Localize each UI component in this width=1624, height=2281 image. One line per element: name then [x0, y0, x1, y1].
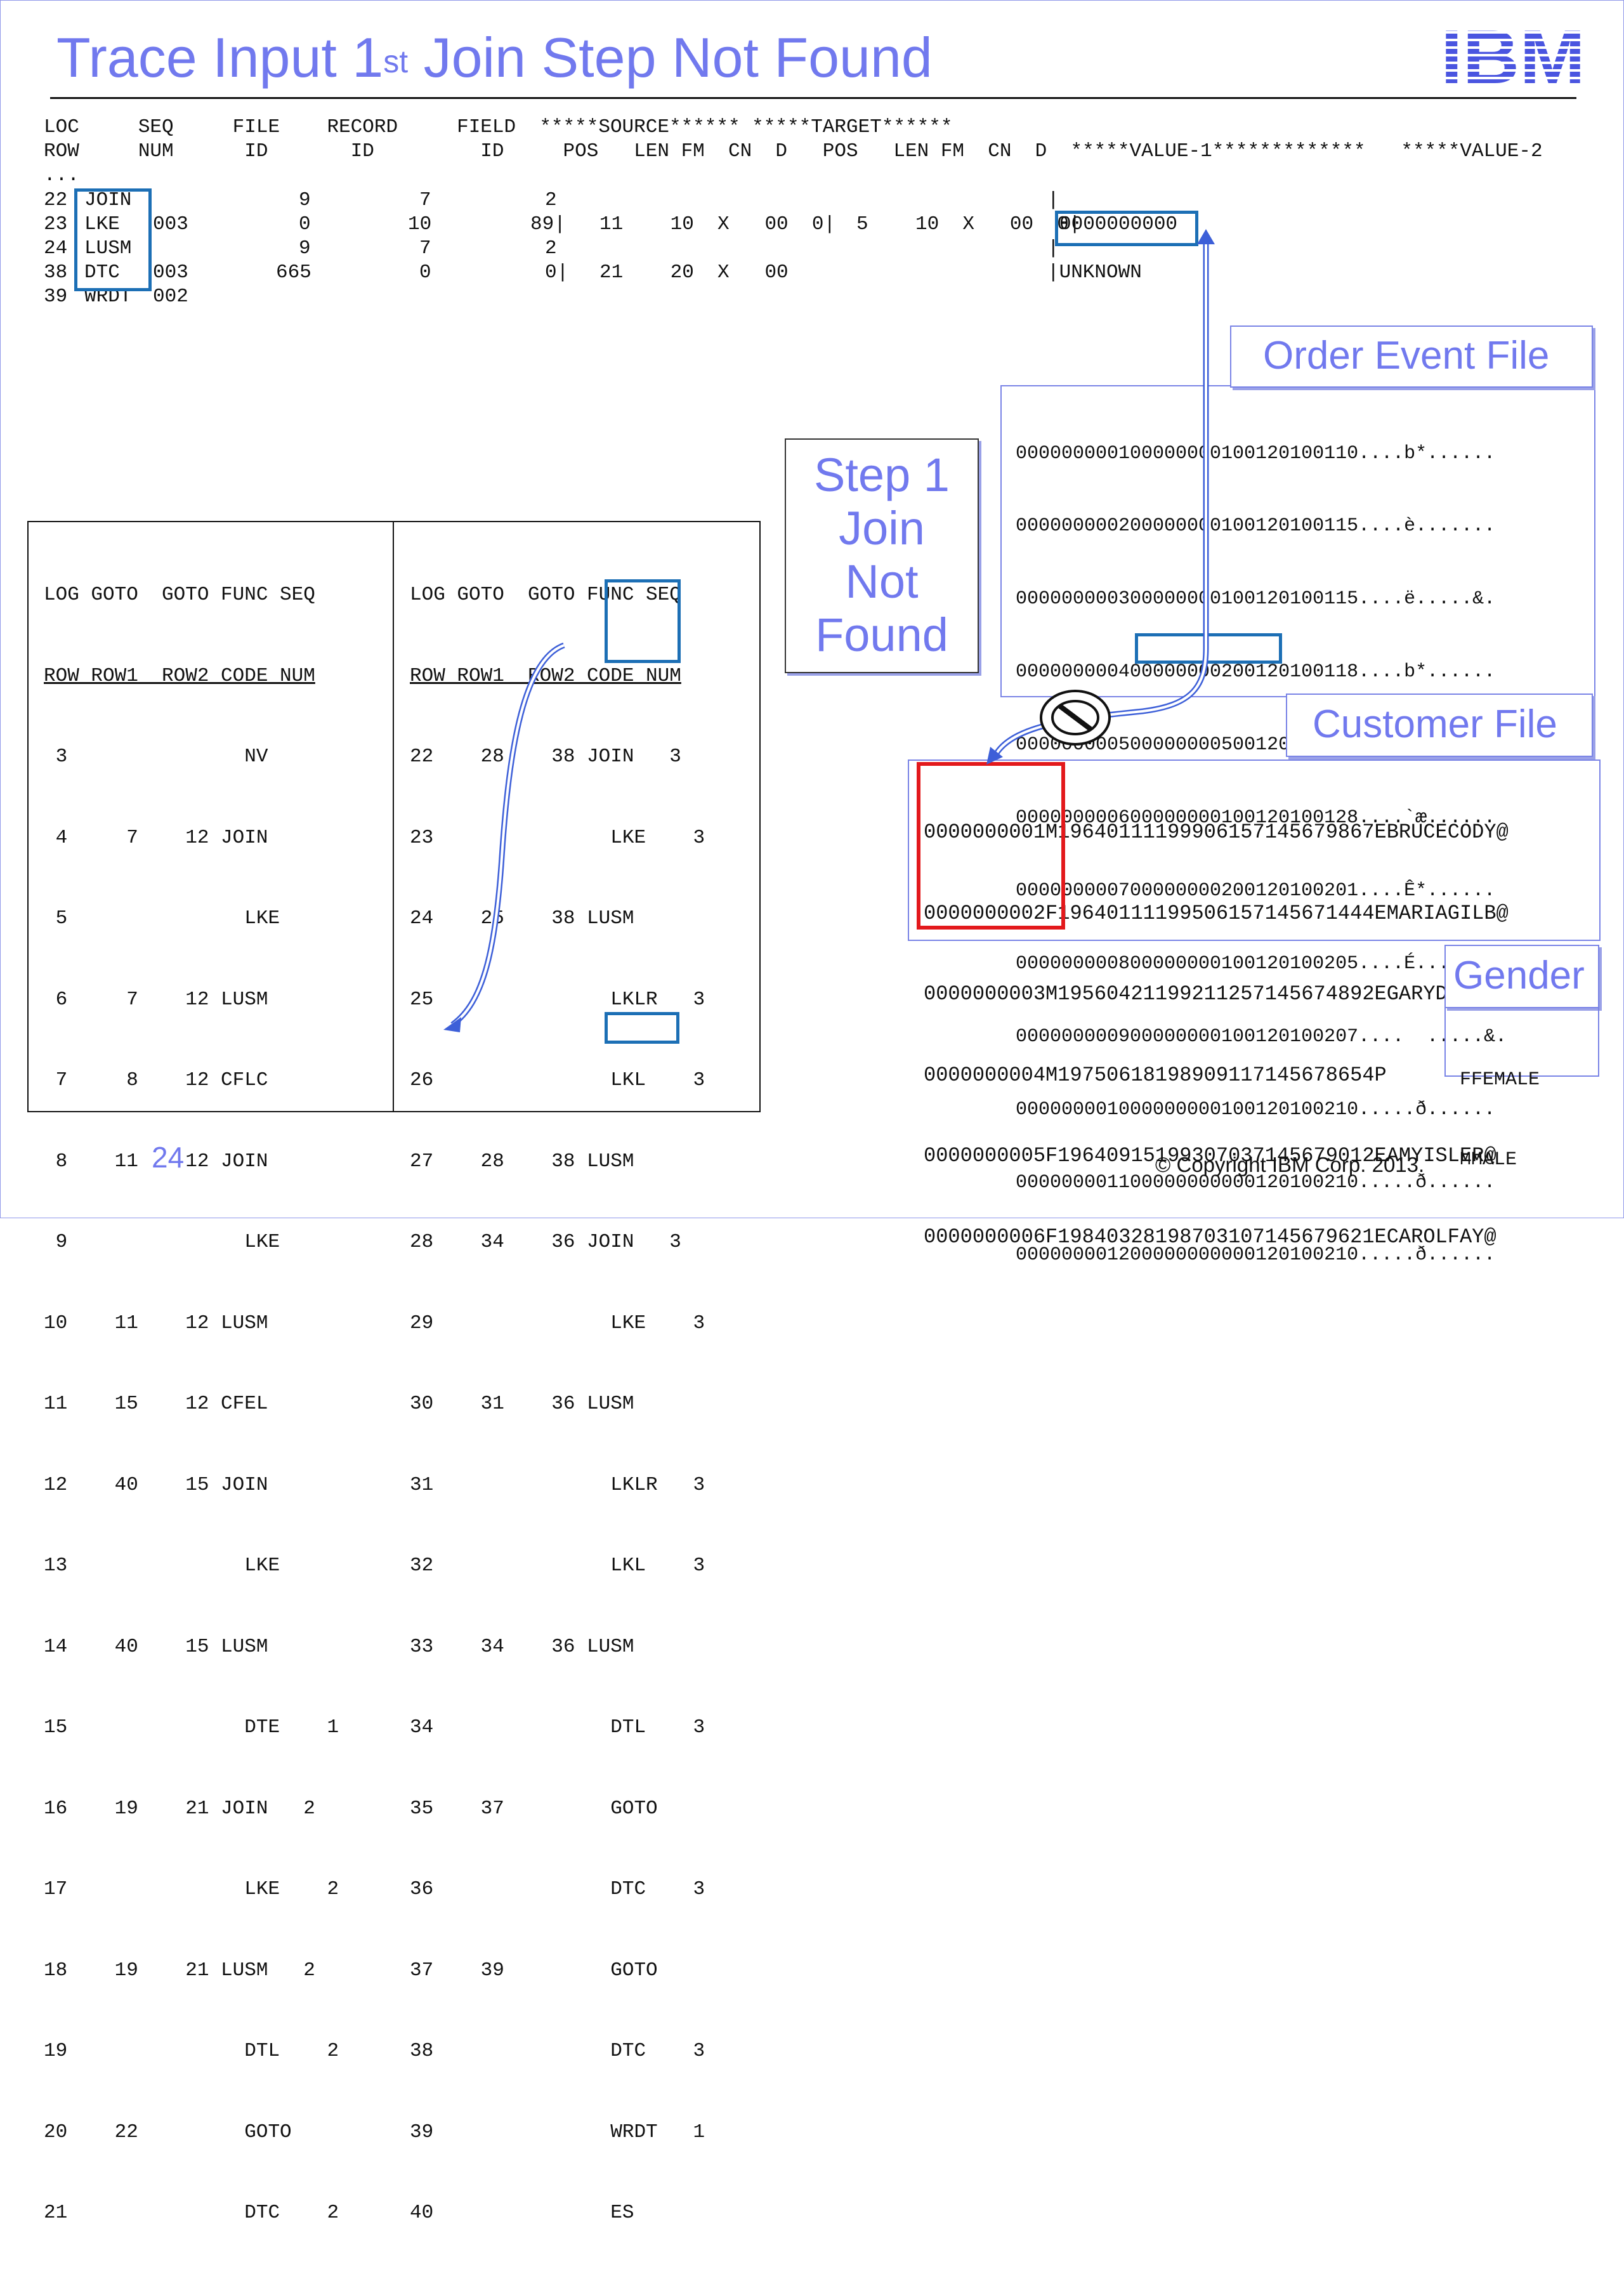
list-item: 000000001000000000100120100210.....ð....…	[1016, 1098, 1496, 1121]
title-divider	[50, 97, 1576, 99]
list-item: 0000000002F19640111199506157145671444EMA…	[924, 901, 1509, 925]
trace-ellipsis: ...	[44, 164, 79, 187]
order-event-file-label: Order Event File	[1230, 325, 1593, 388]
list-item: 000000000700000000200120100201....Ê*....…	[1016, 879, 1496, 902]
gender-file-label: Gender	[1444, 945, 1599, 1008]
table-row: 14 40 15 LUSM	[44, 1635, 268, 1658]
table-row: 25 LKLR 3	[410, 988, 705, 1011]
table-row: 21 DTC 2	[44, 2202, 339, 2224]
table-row: 34 DTL 3	[410, 1716, 705, 1739]
table-row: 19 DTL 2	[44, 2040, 339, 2062]
page-title: Trace Input 1st Join Step Not Found	[56, 26, 933, 89]
trace-header-2: ROW NUM ID ID ID POS LEN FM CN D POS LEN…	[44, 140, 1543, 162]
lookup-arrow	[986, 229, 1215, 765]
table-row: 28 34 36 JOIN 3	[410, 1231, 681, 1253]
join-step-highlight	[605, 579, 681, 663]
table-row: 39 WRDT 1	[410, 2120, 705, 2143]
table-row: 13 LKE	[44, 1555, 280, 1577]
table-row: 5 LKE	[44, 907, 280, 930]
table-row: 4 7 12 JOIN	[44, 826, 268, 849]
table-row: 18 19 21 LUSM 2	[44, 1959, 315, 1982]
table-row: 12 40 15 JOIN	[44, 1473, 268, 1496]
logic-table-panel	[27, 521, 761, 1112]
table-row: 17 LKE 2	[44, 1878, 339, 1900]
trace-header-1: LOC SEQ FILE RECORD FIELD *****SOURCE***…	[44, 116, 953, 138]
table-row: 37 39 GOTO	[410, 1959, 658, 1982]
slide: Trace Input 1st Join Step Not Found IBM …	[0, 0, 1624, 2224]
value1-highlight	[1055, 211, 1198, 246]
list-item: 000000000100000000100120100110....b*....…	[1016, 442, 1496, 464]
table-row: 11 15 12 CFEL	[44, 1393, 268, 1415]
value1-lookup-key: 0000000000	[1059, 213, 1178, 235]
ibm-logo: IBM	[1441, 26, 1585, 87]
list-item: 0000000006F19840328198703107145679621ECA…	[924, 1225, 1496, 1249]
table-row: 23 LKE 3	[410, 826, 705, 849]
table-row: 24 25 38 LUSM	[410, 907, 634, 930]
list-item: 0000000001M19640111199906157145679867EBR…	[924, 820, 1509, 844]
list-item: 000000001100000000000120100210.....ð....…	[1016, 1171, 1496, 1193]
step-label-box: Step 1 Join Not Found	[785, 438, 979, 673]
table-row: 20 22 GOTO	[44, 2120, 292, 2143]
customer-file-label: Customer File	[1286, 694, 1593, 757]
goto-arrow	[443, 642, 565, 1032]
order-event-records: 000000000100000000100120100110....b*....…	[1016, 393, 1507, 1316]
table-row: 35 37 GOTO	[410, 1797, 658, 1820]
table-row: 31 LKLR 3	[410, 1473, 705, 1496]
table-row: 15 DTE 1	[44, 1716, 339, 1739]
page-number: 24	[152, 1141, 185, 1174]
flow-arrows	[443, 229, 1215, 1032]
gender-file-panel	[1444, 1007, 1599, 1077]
table-row: 3 NV	[44, 746, 268, 768]
list-item: 0000000004M19750618198909117145678654P	[924, 1063, 1387, 1087]
table-row: 32 LKL 3	[410, 1555, 705, 1577]
table-row: 16 19 21 JOIN 2	[44, 1797, 315, 1820]
table-row: 7 8 12 CFLC	[44, 1069, 268, 1091]
list-item: 000000000200000000100120100115....è.....…	[1016, 515, 1496, 537]
table-row: 29 LKE 3	[410, 1311, 705, 1334]
table-row: 8 11 12 JOIN	[44, 1150, 268, 1173]
svg-text:IBM: IBM	[1441, 26, 1585, 87]
table-row: 36 DTC 3	[410, 1878, 705, 1900]
list-item: FFEMALE	[1460, 1069, 1540, 1091]
list-item: 000000000600000000100120100128....`æ....…	[1016, 807, 1496, 829]
table-row: 27 28 38 LUSM	[410, 1150, 634, 1173]
customer-file-panel	[908, 759, 1601, 941]
list-item: 000000000400000000200120100118....b*....…	[1016, 661, 1496, 683]
not-found-icon	[1040, 690, 1111, 746]
table-row: 26 LKL 3	[410, 1069, 705, 1091]
gender-records: FFEMALE MMALE	[1460, 1013, 1540, 1226]
list-item: 000000000900000000100120100207.... .....…	[1016, 1025, 1507, 1048]
table-row: 9 LKE	[44, 1231, 280, 1253]
copyright: © Copyright IBM Corp. 2013.	[1155, 1153, 1425, 1176]
table-row: 22 28 38 JOIN 3	[410, 746, 681, 768]
list-item: 000000000300000000100120100115....ë.....…	[1016, 588, 1496, 610]
list-item: MMALE	[1460, 1149, 1517, 1171]
dtc-step-highlight	[605, 1012, 679, 1044]
trace-func-highlight	[74, 188, 152, 291]
table-row: 10 11 12 LUSM	[44, 1311, 268, 1334]
table-row: 33 34 36 LUSM	[410, 1635, 634, 1658]
customer-key-highlight	[917, 762, 1065, 930]
table-row: 6 7 12 LUSM	[44, 988, 268, 1011]
list-item: 000000000800000000100120100205....É.....…	[1016, 952, 1496, 975]
list-item: 0000000005F19640915199307037145679012EAM…	[924, 1144, 1496, 1167]
table-row: 38 DTC 3	[410, 2040, 705, 2062]
logic-table-divider	[393, 522, 394, 1111]
table-row: 40 ES	[410, 2202, 634, 2224]
list-item: 0000000003M19560421199211257145674892EGA…	[924, 982, 1509, 1006]
table-row: 30 31 36 LUSM	[410, 1393, 634, 1415]
step-label: Step 1 Join Not Found	[814, 449, 950, 661]
